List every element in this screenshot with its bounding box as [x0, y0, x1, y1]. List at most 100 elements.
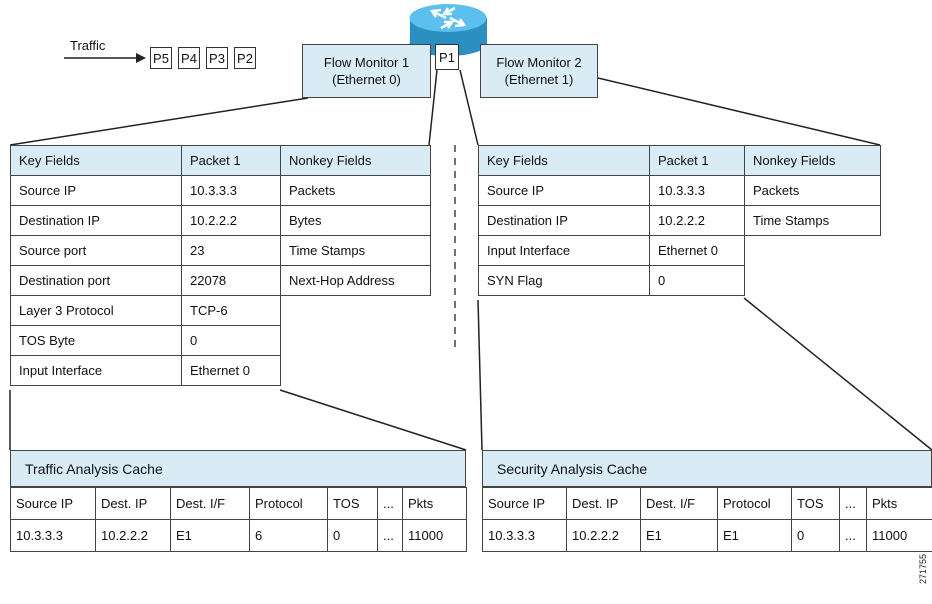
packet-value: 10.2.2.2: [649, 205, 745, 236]
packet-value: Ethernet 0: [181, 355, 281, 386]
key-field: Input Interface: [478, 235, 650, 266]
traffic-arrowhead: [136, 53, 146, 63]
packet-value: 10.3.3.3: [649, 175, 745, 206]
table-row: Source port 23 Time Stamps: [10, 235, 431, 266]
header-packet: Packet 1: [649, 145, 745, 176]
column-header: Source IP: [10, 487, 96, 520]
table-row: Layer 3 Protocol TCP-6: [10, 295, 431, 326]
column-header: Pkts: [402, 487, 467, 520]
key-field: Destination IP: [478, 205, 650, 236]
header-packet: Packet 1: [181, 145, 281, 176]
empty-cell: [281, 326, 431, 356]
empty-cell: [745, 236, 881, 266]
key-field: TOS Byte: [10, 325, 182, 356]
security-analysis-cache: Security Analysis Cache Source IP Dest. …: [482, 450, 932, 552]
column-header: Dest. IP: [566, 487, 641, 520]
column-header: TOS: [791, 487, 840, 520]
cache-cell: 6: [249, 519, 328, 552]
packet-p2: P2: [234, 47, 256, 69]
traffic-analysis-cache: Traffic Analysis Cache Source IP Dest. I…: [10, 450, 467, 552]
table-row: Input Interface Ethernet 0: [10, 355, 431, 386]
packet-p4: P4: [178, 47, 200, 69]
packet-value: TCP-6: [181, 295, 281, 326]
table-row: Destination IP 10.2.2.2 Bytes: [10, 205, 431, 236]
cache-cell: ...: [839, 519, 867, 552]
packet-value: 10.3.3.3: [181, 175, 281, 206]
packet-value: Ethernet 0: [649, 235, 745, 266]
key-field: Source port: [10, 235, 182, 266]
header-nonkey-fields: Nonkey Fields: [744, 145, 881, 176]
column-header: Dest. I/F: [640, 487, 718, 520]
cache-table: Source IP Dest. IP Dest. I/F Protocol TO…: [10, 487, 467, 552]
cache-table: Source IP Dest. IP Dest. I/F Protocol TO…: [482, 487, 932, 552]
cache-cell: 10.3.3.3: [10, 519, 96, 552]
cache-cell: 10.3.3.3: [482, 519, 567, 552]
key-field: Destination IP: [10, 205, 182, 236]
column-header: Protocol: [249, 487, 328, 520]
cache-cell: 11000: [402, 519, 467, 552]
cache-cell: 0: [791, 519, 840, 552]
empty-cell: [281, 356, 431, 386]
cache-cell: ...: [377, 519, 403, 552]
cache-header-row: Source IP Dest. IP Dest. I/F Protocol TO…: [482, 487, 932, 520]
cache-data-row: 10.3.3.3 10.2.2.2 E1 6 0 ... 11000: [10, 519, 467, 552]
nonkey-field: Bytes: [280, 205, 431, 236]
header-key-fields: Key Fields: [10, 145, 182, 176]
flow-monitor-1-interface: (Ethernet 0): [332, 72, 401, 87]
packet-value: 0: [649, 265, 745, 296]
empty-cell: [281, 296, 431, 326]
column-header: TOS: [327, 487, 378, 520]
cache-cell: E1: [717, 519, 792, 552]
cache-title: Security Analysis Cache: [482, 450, 932, 487]
packet-value: 0: [181, 325, 281, 356]
cache-cell: 0: [327, 519, 378, 552]
flow-monitor-1-name: Flow Monitor 1: [323, 55, 410, 70]
header-key-fields: Key Fields: [478, 145, 650, 176]
column-header: Dest. I/F: [170, 487, 250, 520]
column-header: Protocol: [717, 487, 792, 520]
cache-cell: 11000: [866, 519, 932, 552]
column-header: ...: [377, 487, 403, 520]
table-row: SYN Flag 0: [478, 265, 881, 296]
cache-title: Traffic Analysis Cache: [10, 450, 466, 487]
table-row: Input Interface Ethernet 0: [478, 235, 881, 266]
nonkey-field: Packets: [744, 175, 881, 206]
nonkey-field: Time Stamps: [744, 205, 881, 236]
cache-header-row: Source IP Dest. IP Dest. I/F Protocol TO…: [10, 487, 467, 520]
empty-cell: [745, 266, 881, 296]
cache-data-row: 10.3.3.3 10.2.2.2 E1 E1 0 ... 11000: [482, 519, 932, 552]
cache-cell: E1: [170, 519, 250, 552]
flow-monitor-2: Flow Monitor 2 (Ethernet 1): [480, 44, 598, 98]
column-header: Pkts: [866, 487, 932, 520]
flow-monitor-2-interface: (Ethernet 1): [504, 72, 574, 87]
nonkey-field: Time Stamps: [280, 235, 431, 266]
packet-value: 23: [181, 235, 281, 266]
packet-value: 22078: [181, 265, 281, 296]
nonkey-field: Packets: [280, 175, 431, 206]
key-field: Input Interface: [10, 355, 182, 386]
cache-cell: 10.2.2.2: [95, 519, 171, 552]
key-field: Layer 3 Protocol: [10, 295, 182, 326]
flow-monitor-2-name: Flow Monitor 2: [496, 55, 582, 70]
table-row: Destination port 22078 Next-Hop Address: [10, 265, 431, 296]
flow-table-1: Key Fields Packet 1 Nonkey Fields Source…: [10, 145, 431, 386]
nonkey-field: Next-Hop Address: [280, 265, 431, 296]
table-row: Source IP 10.3.3.3 Packets: [478, 175, 881, 206]
column-header: ...: [839, 487, 867, 520]
key-field: SYN Flag: [478, 265, 650, 296]
key-field: Destination port: [10, 265, 182, 296]
traffic-label: Traffic: [70, 38, 106, 53]
header-nonkey-fields: Nonkey Fields: [280, 145, 431, 176]
packet-p5: P5: [150, 47, 172, 69]
cache-cell: 10.2.2.2: [566, 519, 641, 552]
packet-p1: P1: [435, 44, 459, 70]
flow-monitor-1: Flow Monitor 1 (Ethernet 0): [302, 44, 431, 98]
packet-p3: P3: [206, 47, 228, 69]
key-field: Source IP: [478, 175, 650, 206]
packet-value: 10.2.2.2: [181, 205, 281, 236]
table-row: TOS Byte 0: [10, 325, 431, 356]
key-field: Source IP: [10, 175, 182, 206]
column-header: Source IP: [482, 487, 567, 520]
table-row: Destination IP 10.2.2.2 Time Stamps: [478, 205, 881, 236]
